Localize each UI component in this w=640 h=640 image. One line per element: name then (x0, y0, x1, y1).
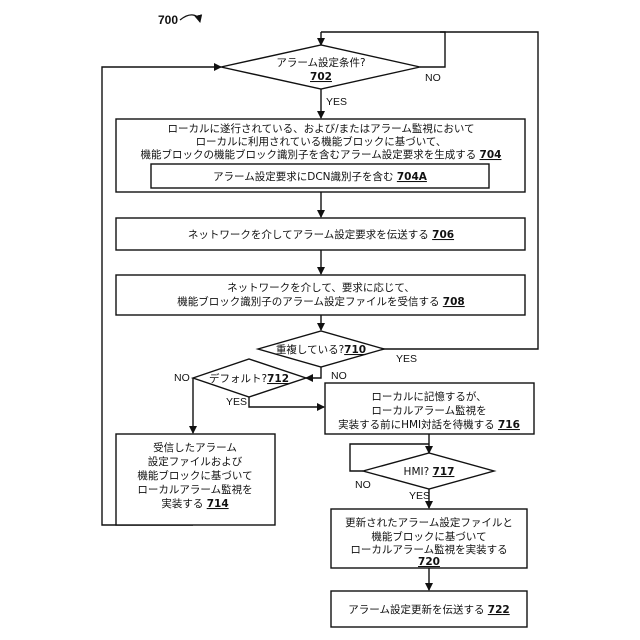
box-720-ref: 720 (418, 556, 440, 568)
box-708-line1: ネットワークを介して、要求に応じて、 (227, 281, 415, 294)
label-712-yes: YES (226, 396, 247, 408)
box-720-line2: 機能ブロックに基づいて (371, 530, 486, 543)
box-716-line1: ローカルに記憶するが、 (371, 390, 486, 403)
box-716-line3: 実装する前にHMI対話を待機する 716 (338, 418, 520, 431)
connector-712-yes-716 (249, 397, 324, 407)
decision-710-text: 重複している?710 (276, 343, 366, 356)
box-704a-ref: 704A (397, 171, 428, 183)
box-716-ref: 716 (498, 419, 520, 431)
decision-702-text: アラーム設定条件? (276, 56, 365, 69)
box-720-line3: ローカルアラーム監視を実装する (350, 543, 507, 556)
decision-712-ref: 712 (267, 373, 289, 385)
decision-717-ref: 717 (433, 466, 455, 478)
label-702-no: NO (425, 72, 441, 84)
label-717-yes: YES (409, 490, 430, 502)
box-722-ref: 722 (488, 604, 510, 616)
decision-717-text: HMI? 717 (404, 466, 455, 478)
label-702-yes: YES (326, 96, 347, 108)
decision-702-ref: 702 (310, 71, 332, 83)
box-714-line5: 実装する 714 (161, 497, 228, 510)
box-716-line2: ローカルアラーム監視を (371, 404, 486, 417)
box-704-ref: 704 (480, 149, 502, 161)
box-704-line1: ローカルに遂行されている、および/またはアラーム監視において (167, 122, 474, 135)
label-712-no: NO (174, 372, 190, 384)
box-708-line2: 機能ブロック識別子のアラーム設定ファイルを受信する 708 (177, 295, 464, 308)
connector-710-no-712 (306, 367, 321, 378)
box-704a-text: アラーム設定要求にDCN識別子を含む 704A (213, 170, 428, 183)
label-710-yes: YES (396, 353, 417, 365)
box-714-line2: 設定ファイルおよび (148, 455, 243, 468)
box-704-line3: 機能ブロックの機能ブロック識別子を含むアラーム設定要求を生成する 704 (141, 148, 502, 161)
box-720-line1: 更新されたアラーム設定ファイルと (345, 516, 513, 529)
box-708-ref: 708 (443, 296, 465, 308)
label-717-no: NO (355, 479, 371, 491)
box-714-ref: 714 (207, 498, 229, 510)
box-714-line3: 機能ブロックに基づいて (137, 469, 252, 482)
decision-710-ref: 710 (344, 344, 366, 356)
label-710-no: NO (331, 370, 347, 382)
figure-pointer-arrow (180, 15, 200, 22)
decision-712-text: デフォルト?712 (209, 372, 289, 385)
box-706-ref: 706 (432, 229, 454, 241)
box-722-text: アラーム設定更新を伝送する 722 (348, 603, 509, 616)
box-714-line4: ローカルアラーム監視を (137, 483, 252, 496)
box-708 (116, 275, 525, 315)
figure-number: 700 (158, 13, 178, 27)
box-706-text: ネットワークを介してアラーム設定要求を伝送する 706 (188, 228, 454, 241)
box-714-line1: 受信したアラーム (153, 442, 237, 454)
box-704-line2: ローカルに利用されている機能ブロックに基づいて、 (196, 135, 447, 148)
